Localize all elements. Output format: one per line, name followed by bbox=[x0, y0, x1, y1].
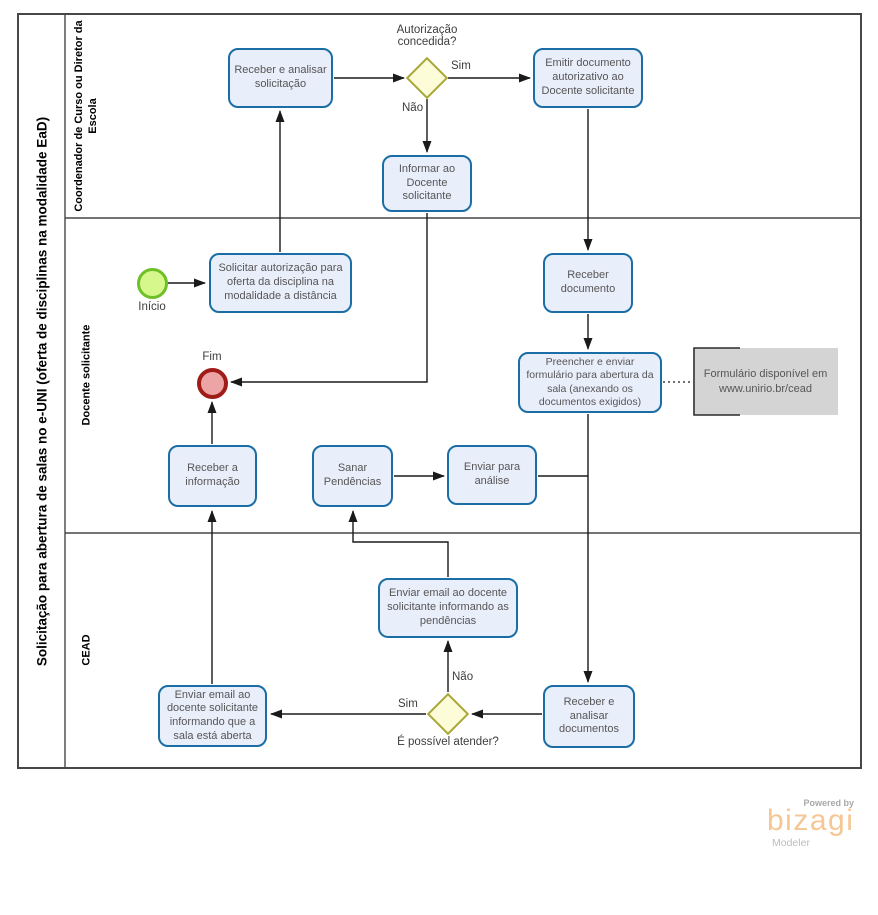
end-event-label: Fim bbox=[202, 351, 222, 363]
task-label: Sanar Pendências bbox=[323, 462, 382, 488]
task-label: Solicitar autorização para oferta da dis… bbox=[218, 262, 343, 302]
task-label: Preencher e enviar formulário para abert… bbox=[526, 356, 654, 408]
gateway-question-atender: É possível atender? bbox=[397, 736, 499, 748]
task-receber-informacao: Receber a informação bbox=[168, 445, 257, 507]
task-label: Receber e analisar solicitação bbox=[234, 64, 327, 90]
task-enviar-email-pendencias: Enviar email ao docente solicitante info… bbox=[378, 578, 518, 638]
bizagi-wordmark: bizagi bbox=[767, 804, 855, 837]
pool-title: Solicitação para abertura de salas no e-… bbox=[34, 116, 49, 666]
task-emitir-documento: Emitir documento autorizativo ao Docente… bbox=[533, 48, 643, 108]
task-preencher-enviar-formulario: Preencher e enviar formulário para abert… bbox=[518, 352, 662, 413]
edge-label-sim-1: Sim bbox=[451, 60, 471, 72]
annotation-bracket bbox=[693, 347, 740, 416]
edge-label-nao-1: Não bbox=[402, 102, 424, 114]
edge-label-sim-2: Sim bbox=[398, 698, 418, 710]
task-enviar-para-analise: Enviar para análise bbox=[447, 445, 537, 505]
flow-email-pendencias-sanar bbox=[348, 510, 449, 577]
start-event bbox=[137, 268, 168, 299]
task-sanar-pendencias: Sanar Pendências bbox=[312, 445, 393, 507]
annotation-formulario: Formulário disponível em www.unirio.br/c… bbox=[703, 368, 828, 395]
task-solicitar-autorizacao: Solicitar autorização para oferta da dis… bbox=[209, 253, 352, 313]
annotation-box bbox=[693, 348, 838, 415]
lane-label-cead: CEAD bbox=[80, 634, 93, 666]
task-receber-analisar-solicitacao: Receber e analisar solicitação bbox=[228, 48, 333, 108]
task-enviar-email-sala-aberta: Enviar email ao docente solicitante info… bbox=[158, 685, 267, 747]
task-label: Enviar para análise bbox=[463, 461, 521, 487]
task-label: Enviar email ao docente solicitante info… bbox=[166, 688, 259, 742]
lane-label-docente: Docente solicitante bbox=[80, 324, 93, 426]
edge-label-nao-2: Não bbox=[452, 671, 474, 683]
task-informar-docente: Informar ao Docente solicitante bbox=[382, 155, 472, 212]
gateway-question-autorizacao: Autorização concedida? bbox=[396, 24, 458, 48]
lane-label-coordenador: Coordenador de Curso ou Diretor da Escol… bbox=[73, 20, 99, 212]
task-label: Receber documento bbox=[560, 269, 616, 295]
end-event bbox=[197, 368, 228, 399]
task-receber-documento: Receber documento bbox=[543, 253, 633, 313]
task-receber-analisar-documentos: Receber e analisar documentos bbox=[543, 685, 635, 748]
flow-informar-fim bbox=[230, 213, 428, 387]
task-label: Receber e analisar documentos bbox=[559, 695, 619, 736]
task-label: Enviar email ao docente solicitante info… bbox=[387, 587, 509, 627]
powered-by-text: Powered by bbox=[803, 798, 854, 808]
task-label: Emitir documento autorizativo ao Docente… bbox=[541, 57, 635, 97]
modeler-text: Modeler bbox=[772, 837, 810, 849]
start-event-label: Início bbox=[138, 301, 166, 313]
task-label: Receber a informação bbox=[185, 462, 240, 488]
task-label: Informar ao Docente solicitante bbox=[398, 162, 456, 203]
pool-border bbox=[17, 13, 862, 769]
